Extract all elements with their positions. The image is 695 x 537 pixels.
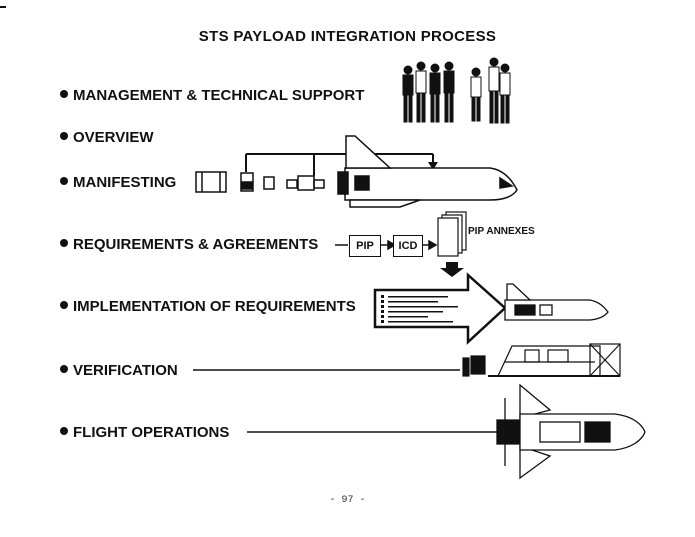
icd-box: ICD: [393, 235, 423, 257]
pip-box: PIP: [349, 235, 381, 257]
item-label: VERIFICATION: [73, 362, 178, 379]
implementation-arrow-icon: [373, 272, 507, 345]
item-implementation: IMPLEMENTATION OF REQUIREMENTS: [60, 298, 356, 315]
bullet-icon: [60, 177, 68, 185]
bullet-icon: [60, 365, 68, 373]
item-manifesting: MANIFESTING: [60, 174, 176, 191]
shuttle-side-icon: [337, 135, 518, 208]
item-management: MANAGEMENT & TECHNICAL SUPPORT: [60, 87, 364, 104]
item-label: REQUIREMENTS & AGREEMENTS: [73, 236, 319, 253]
pip-annexes-icon: [437, 211, 467, 257]
shuttle-small-icon: [504, 283, 609, 321]
pip-annexes-label: PIP ANNEXES: [468, 226, 535, 237]
scan-edge-mark: [0, 6, 6, 8]
item-label: FLIGHT OPERATIONS: [73, 424, 230, 441]
verification-scene-icon: [462, 343, 621, 377]
arrow-down-icon: [428, 162, 438, 170]
bullet-icon: [60, 301, 68, 309]
implementation-list-icon: [381, 295, 458, 323]
page-title: STS PAYLOAD INTEGRATION PROCESS: [198, 28, 497, 45]
bullet-icon: [60, 132, 68, 140]
arrow-down-icon: [440, 262, 464, 277]
people-group-icon: [402, 57, 511, 124]
item-label: MANIFESTING: [73, 174, 177, 191]
item-label: OVERVIEW: [73, 129, 154, 146]
item-requirements: REQUIREMENTS & AGREEMENTS: [60, 236, 318, 253]
page-number: - 97 -: [329, 495, 366, 506]
item-label: IMPLEMENTATION OF REQUIREMENTS: [73, 298, 356, 315]
item-verification: VERIFICATION: [60, 362, 178, 379]
item-label: MANAGEMENT & TECHNICAL SUPPORT: [73, 87, 365, 104]
requirements-connectors: [335, 239, 438, 251]
payload-items-icon: [195, 171, 325, 193]
item-overview: OVERVIEW: [60, 129, 154, 146]
shuttle-top-icon: [496, 383, 646, 480]
bullet-icon: [60, 90, 68, 98]
bullet-icon: [60, 427, 68, 435]
item-flight-operations: FLIGHT OPERATIONS: [60, 424, 229, 441]
bullet-icon: [60, 239, 68, 247]
